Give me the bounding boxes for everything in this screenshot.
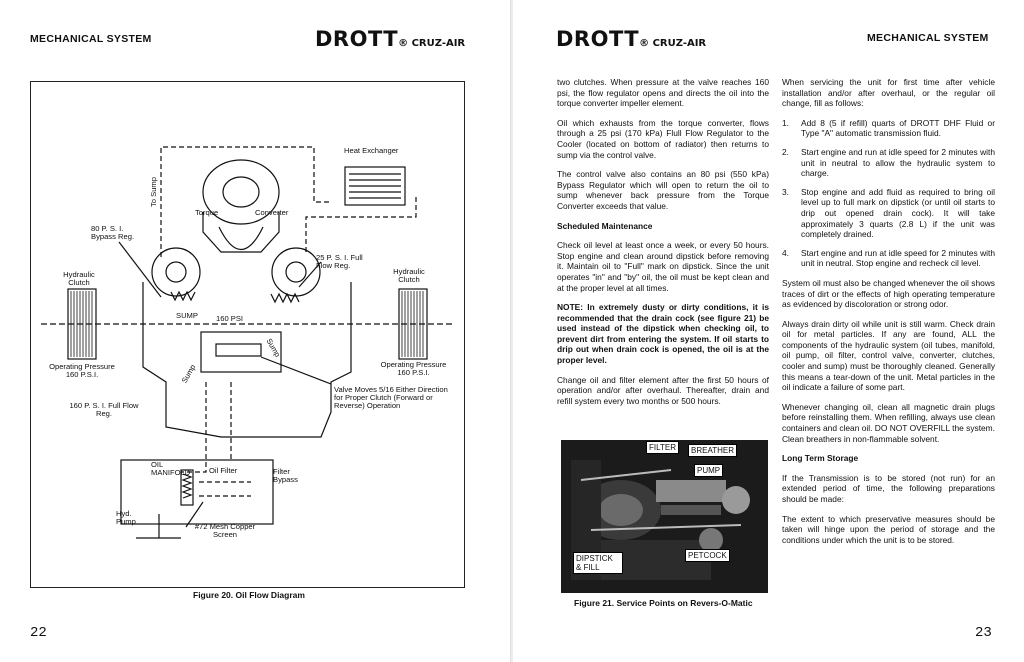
page-number-left: 22 bbox=[30, 625, 47, 641]
step-number: 3. bbox=[782, 187, 789, 198]
brand-logo: DROTT® CRUZ-AIR bbox=[315, 27, 465, 51]
label-bypass-reg: 80 P. S. I. Bypass Reg. bbox=[91, 225, 146, 241]
step-text: Stop engine and add fluid as required to… bbox=[801, 187, 995, 239]
paragraph: The extent to which preservative measure… bbox=[782, 514, 995, 546]
brand-logo-right: DROTT® CRUZ-AIR bbox=[556, 27, 706, 51]
paragraph: Oil which exhausts from the torque conve… bbox=[557, 118, 769, 160]
label-torque: Torque bbox=[195, 209, 218, 217]
label-oil-manifold: OIL MANIFOLD bbox=[151, 461, 191, 477]
heading-long-term-storage: Long Term Storage bbox=[782, 453, 995, 464]
step-text: Add 8 (5 if refill) quarts of DROTT DHF … bbox=[801, 118, 995, 139]
label-heat-exchanger: Heat Exchanger bbox=[344, 147, 398, 155]
paragraph: Change oil and filter element after the … bbox=[557, 375, 769, 407]
photo-label-petcock: PETCOCK bbox=[685, 549, 730, 562]
text-column-2: When servicing the unit for first time a… bbox=[782, 77, 995, 554]
list-item: 4. Start engine and run at idle speed for… bbox=[782, 248, 995, 269]
photo-label-filter: FILTER bbox=[646, 441, 679, 454]
list-item: 3. Stop engine and add fluid as required … bbox=[782, 187, 995, 240]
label-valve-moves: Valve Moves 5/16 Either Direction for Pr… bbox=[334, 386, 454, 410]
step-number: 2. bbox=[782, 147, 789, 158]
label-hyd-pump: Hyd. Pump bbox=[116, 510, 146, 526]
photo-label-pump: PUMP bbox=[694, 464, 723, 477]
page-number-right: 23 bbox=[975, 625, 992, 641]
label-full-flow-reg-160: 160 P. S. I. Full Flow Reg. bbox=[69, 402, 139, 418]
brand-name-right: DROTT bbox=[556, 27, 639, 51]
photo-label-dipstick: DIPSTICK & FILL bbox=[573, 552, 623, 574]
label-to-sump: To Sump bbox=[150, 197, 158, 207]
text-column-1: two clutches. When pressure at the valve… bbox=[557, 77, 769, 415]
service-points-photo: FILTER BREATHER PUMP DIPSTICK & FILL PET… bbox=[561, 440, 768, 593]
step-number: 1. bbox=[782, 118, 789, 129]
paragraph: Check oil level at least once a week, or… bbox=[557, 240, 769, 293]
label-operating-pressure-left: Operating Pressure 160 P.S.I. bbox=[47, 363, 117, 379]
figure-21-caption: Figure 21. Service Points on Revers-O-Ma… bbox=[574, 598, 753, 608]
paragraph: When servicing the unit for first time a… bbox=[782, 77, 995, 109]
fill-steps-list: 1. Add 8 (5 if refill) quarts of DROTT DH… bbox=[782, 118, 995, 269]
note-paragraph: NOTE: In extremely dusty or dirty condit… bbox=[557, 302, 769, 366]
step-number: 4. bbox=[782, 248, 789, 259]
paragraph: System oil must also be changed whenever… bbox=[782, 278, 995, 310]
brand-sub-right: CRUZ-AIR bbox=[653, 38, 707, 49]
label-hydraulic-clutch-right: Hydraulic Clutch bbox=[389, 268, 429, 284]
diagram-drawing bbox=[31, 82, 464, 587]
photo-label-breather: BREATHER bbox=[688, 444, 737, 457]
paragraph: If the Transmission is to be stored (not… bbox=[782, 473, 995, 505]
paragraph: Whenever changing oil, clean all magneti… bbox=[782, 402, 995, 444]
header-section-title-right: MECHANICAL SYSTEM bbox=[867, 32, 989, 44]
paragraph: The control valve also contains an 80 ps… bbox=[557, 169, 769, 211]
label-filter-bypass: Filter Bypass bbox=[273, 468, 309, 484]
label-sump: SUMP bbox=[176, 312, 198, 320]
brand-name: DROTT bbox=[315, 27, 398, 51]
label-oil-filter: Oil Filter bbox=[209, 467, 237, 475]
label-160-psi: 160 PSI bbox=[216, 315, 243, 323]
label-operating-pressure-right: Operating Pressure 160 P.S.I. bbox=[376, 361, 451, 377]
list-item: 2. Start engine and run at idle speed for… bbox=[782, 147, 995, 179]
heading-scheduled-maintenance: Scheduled Maintenance bbox=[557, 221, 769, 232]
brand-sub: CRUZ-AIR bbox=[412, 38, 466, 49]
label-mesh-screen: #72 Mesh Copper Screen bbox=[191, 523, 259, 539]
label-converter: Converter bbox=[255, 209, 288, 217]
label-hydraulic-clutch-left: Hydraulic Clutch bbox=[61, 271, 97, 287]
header-section-title: MECHANICAL SYSTEM bbox=[30, 33, 152, 45]
list-item: 1. Add 8 (5 if refill) quarts of DROTT DH… bbox=[782, 118, 995, 139]
paragraph: Always drain dirty oil while unit is sti… bbox=[782, 319, 995, 393]
paragraph: two clutches. When pressure at the valve… bbox=[557, 77, 769, 109]
left-page: MECHANICAL SYSTEM DROTT® CRUZ-AIR bbox=[0, 0, 511, 662]
step-text: Start engine and run at idle speed for 2… bbox=[801, 147, 995, 178]
label-full-flow-reg-25: 25 P. S. I. Full Flow Reg. bbox=[316, 254, 372, 270]
figure-20-caption: Figure 20. Oil Flow Diagram bbox=[193, 590, 305, 600]
step-text: Start engine and run at idle speed for 2… bbox=[801, 248, 995, 269]
oil-flow-diagram: Heat Exchanger To Sump Torque Converter … bbox=[30, 81, 465, 588]
